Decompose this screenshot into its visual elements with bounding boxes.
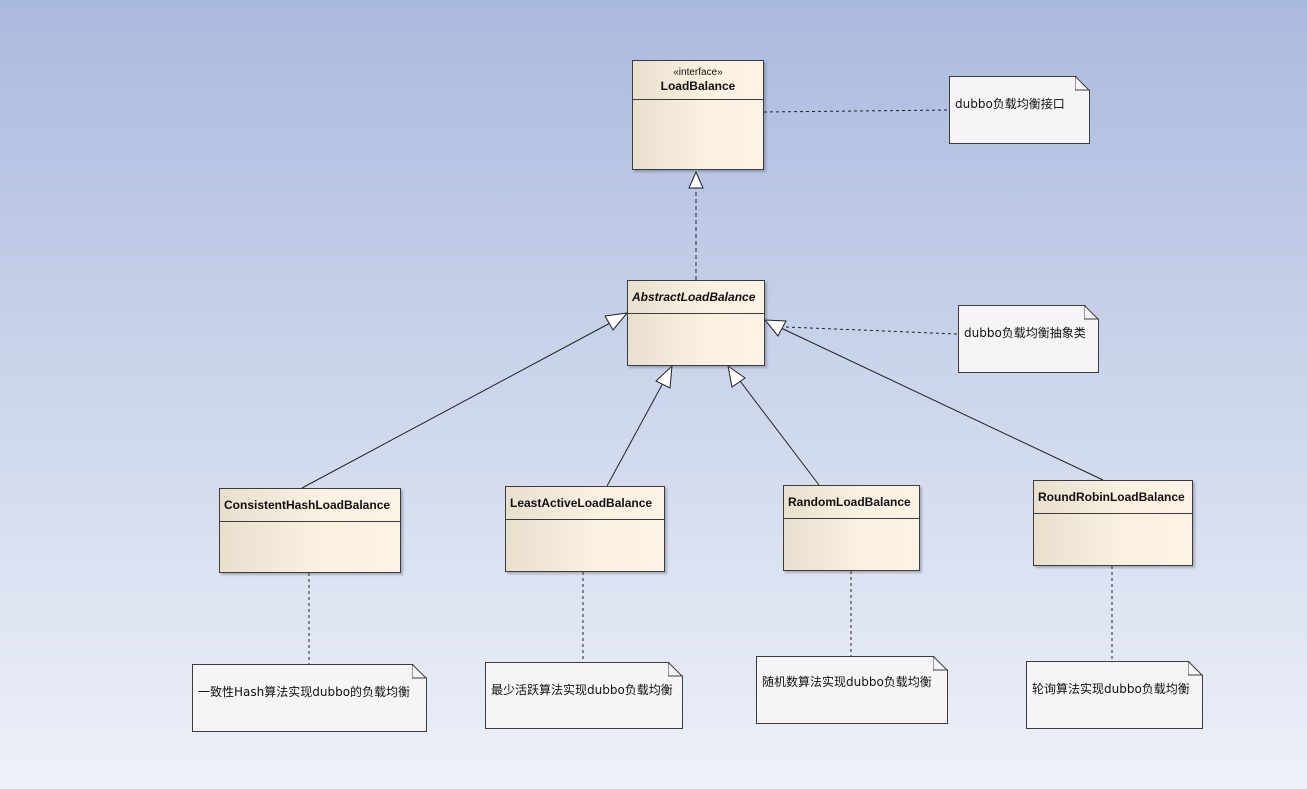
note-fold-icon	[1075, 76, 1090, 91]
realization-arrowhead	[688, 170, 704, 189]
class-header: ConsistentHashLoadBalance	[220, 489, 400, 522]
generalization-leastactive	[606, 382, 664, 487]
note-text: 一致性Hash算法实现dubbo的负载均衡	[198, 685, 411, 699]
note-abstract[interactable]: dubbo负载均衡抽象类	[958, 305, 1099, 373]
class-roundrobinloadbalance[interactable]: RoundRobinLoadBalance	[1033, 480, 1193, 566]
generalization-leastactive-arrowhead	[655, 364, 673, 389]
class-randomloadbalance[interactable]: RandomLoadBalance	[783, 485, 920, 571]
class-name: RoundRobinLoadBalance	[1038, 490, 1185, 504]
class-header: AbstractLoadBalance	[628, 281, 764, 314]
note-text: 最少活跃算法实现dubbo负载均衡	[491, 683, 673, 697]
note-text: dubbo负载均衡抽象类	[964, 326, 1086, 340]
class-name: LeastActiveLoadBalance	[510, 496, 653, 510]
class-header: RoundRobinLoadBalance	[1034, 481, 1192, 514]
interface-note-link	[763, 109, 951, 113]
generalization-consistent-arrowhead	[604, 312, 629, 331]
note-consistenthash[interactable]: 一致性Hash算法实现dubbo的负载均衡	[192, 664, 427, 732]
class-name: RandomLoadBalance	[788, 495, 911, 509]
note-fold-icon	[668, 662, 683, 677]
class-consistenthashloadbalance[interactable]: ConsistentHashLoadBalance	[219, 488, 401, 573]
note-text: 轮询算法实现dubbo负载均衡	[1032, 682, 1190, 696]
note-fold-icon	[412, 664, 427, 679]
note-leastactive[interactable]: 最少活跃算法实现dubbo负载均衡	[485, 662, 683, 729]
class-abstractloadbalance[interactable]: AbstractLoadBalance	[627, 280, 765, 366]
generalization-random-arrowhead	[727, 364, 746, 388]
note-text: 随机数算法实现dubbo负载均衡	[762, 675, 932, 689]
generalization-roundrobin-arrowhead	[763, 319, 787, 337]
note-roundrobin[interactable]: 轮询算法实现dubbo负载均衡	[1026, 661, 1203, 729]
note-interface[interactable]: dubbo负载均衡接口	[949, 76, 1090, 144]
note-fold-icon	[1084, 305, 1099, 320]
abstract-note-link	[785, 326, 959, 335]
note-text: dubbo负载均衡接口	[955, 97, 1065, 111]
class-name: LoadBalance	[660, 79, 736, 93]
note-fold-icon	[933, 656, 948, 671]
interface-loadbalance[interactable]: «interface» LoadBalance	[632, 60, 764, 170]
note-fold-icon	[1188, 661, 1203, 676]
note-random[interactable]: 随机数算法实现dubbo负载均衡	[756, 656, 948, 724]
class-leastactiveloadbalance[interactable]: LeastActiveLoadBalance	[505, 486, 665, 572]
interface-header: «interface» LoadBalance	[633, 61, 763, 100]
class-header: RandomLoadBalance	[784, 486, 919, 519]
class-name: AbstractLoadBalance	[632, 290, 756, 304]
generalization-consistent	[301, 321, 613, 489]
class-name: ConsistentHashLoadBalance	[224, 498, 391, 512]
generalization-random	[739, 380, 820, 486]
stereotype-label: «interface»	[673, 67, 723, 78]
class-header: LeastActiveLoadBalance	[506, 487, 664, 520]
